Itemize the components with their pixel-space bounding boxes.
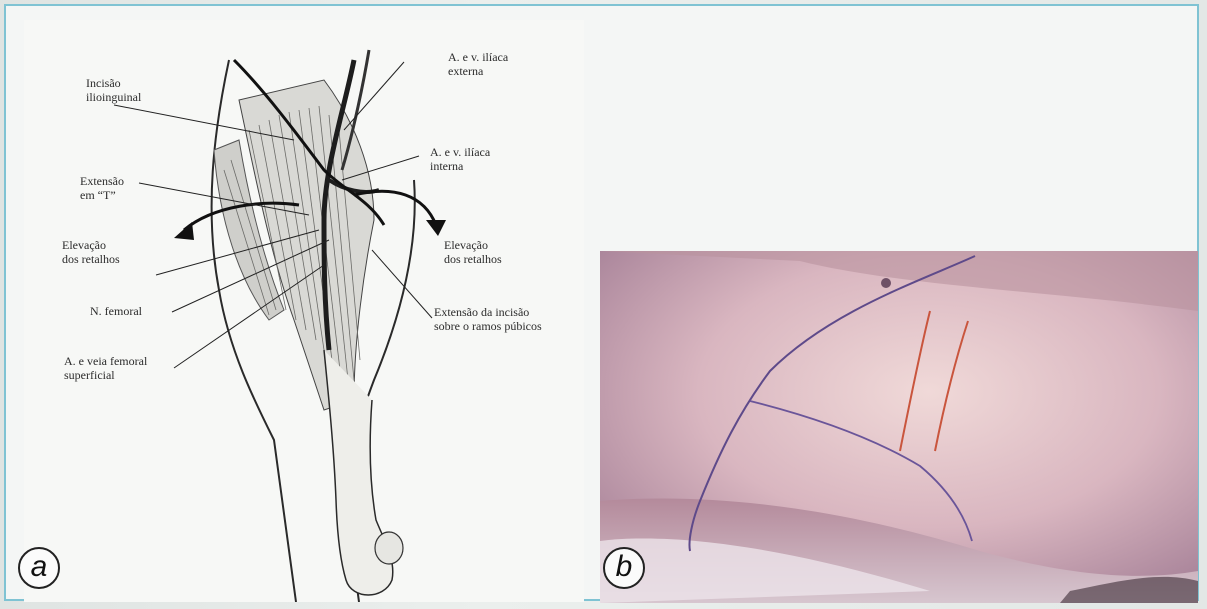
label-ilioinguinal-incision: Incisão ilioinguinal (86, 76, 141, 104)
panel-b-photo (600, 251, 1198, 603)
surgical-marking-photo (600, 251, 1198, 603)
label-flap-elevation-right: Elevação dos retalhos (444, 238, 502, 266)
label-femoral-nerve: N. femoral (90, 304, 142, 318)
figure-frame: Incisão ilioinguinal A. e v. ilíaca exte… (4, 4, 1199, 601)
label-flap-elevation-left: Elevação dos retalhos (62, 238, 120, 266)
label-t-extension: Extensão em “T” (80, 174, 124, 202)
label-internal-iliac: A. e v. ilíaca interna (430, 145, 490, 173)
label-femoral-vessels: A. e veia femoral superficial (64, 354, 147, 382)
panel-a-badge: a (18, 547, 60, 589)
label-pubic-extension: Extensão da incisão sobre o ramos púbico… (434, 305, 542, 333)
label-external-iliac: A. e v. ilíaca externa (448, 50, 508, 78)
panel-a-illustration: Incisão ilioinguinal A. e v. ilíaca exte… (24, 20, 584, 602)
panel-b-badge: b (603, 547, 645, 589)
